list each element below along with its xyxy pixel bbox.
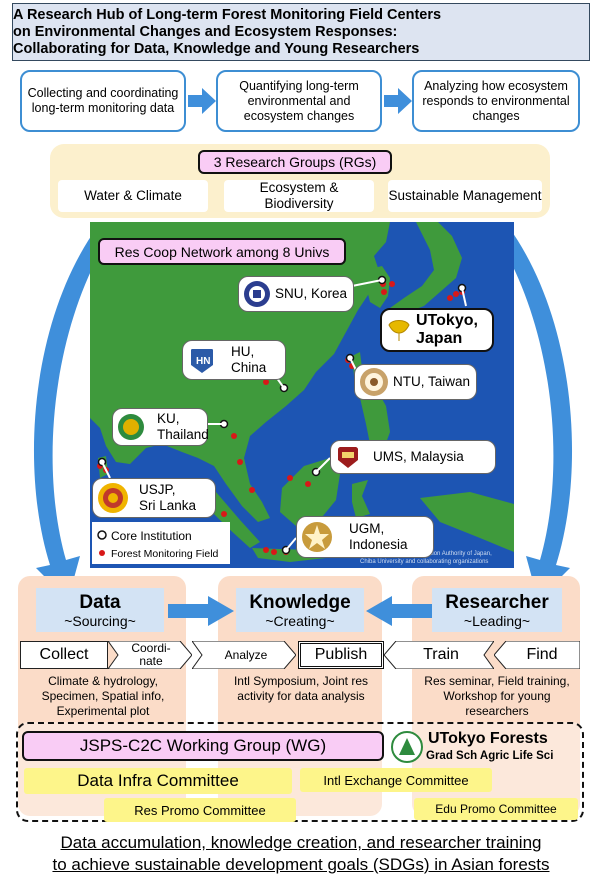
- map-legend: [92, 522, 230, 564]
- usjp-seal-icon: [98, 483, 128, 513]
- step-analyzing: Analyzing how ecosystem responds to envi…: [412, 70, 580, 132]
- title-line-3: Collaborating for Data, Knowledge and Yo…: [13, 41, 420, 57]
- title-line-1: A Research Hub of Long-term Forest Monit…: [13, 7, 442, 23]
- edu-promo-committee: Edu Promo Committee: [414, 798, 578, 820]
- right-curved-arrow-icon: [494, 226, 573, 600]
- ugm-seal-icon: [302, 522, 332, 552]
- activity-analyze: Analyze: [224, 648, 268, 662]
- working-group-header: JSPS-C2C Working Group (WG): [22, 731, 384, 761]
- map-land-sulawesi: [352, 480, 370, 518]
- knowledge-description: Intl Symposium, Joint res activity for d…: [233, 674, 369, 703]
- org-sub: Grad Sch Agric Life Sci: [426, 750, 554, 762]
- step-arrow-2: [384, 88, 412, 114]
- data-infra-committee: Data Infra Committee: [24, 768, 292, 794]
- researcher-header: Researcher ~Leading~: [432, 588, 562, 632]
- rg-ecosystem-biodiversity: Ecosystem & Biodiversity: [224, 180, 374, 212]
- map-credit-1: Geospatial Information Authority of Japa…: [380, 551, 492, 557]
- ntu-seal-icon: [360, 368, 388, 396]
- intl-exchange-committee: Intl Exchange Committee: [300, 768, 492, 792]
- activity-analyze-chevron: [192, 641, 296, 669]
- activity-coordinate-chevron: [108, 641, 192, 669]
- rg-sustainable-management: Sustainable Management: [388, 180, 542, 212]
- rg-water-climate: Water & Climate: [58, 180, 208, 212]
- legend-core: Core Institution: [111, 529, 192, 543]
- activity-publish: Publish: [298, 641, 384, 669]
- main-title: A Research Hub of Long-term Forest Monit…: [12, 3, 590, 61]
- research-groups-header: 3 Research Groups (RGs): [198, 150, 392, 174]
- map-land-japan: [390, 222, 462, 316]
- legend-field: Forest Monitoring Field: [111, 548, 219, 560]
- left-curved-arrow-icon: [33, 226, 112, 600]
- hu-seal-icon: HN: [191, 349, 213, 373]
- org-name: UTokyo Forests: [428, 730, 548, 747]
- activity-collect: Collect: [20, 641, 108, 669]
- map-credit-2: Chiba University and collaborating organ…: [360, 559, 488, 565]
- ku-seal-icon: [118, 414, 144, 440]
- map-land-newguinea: [420, 492, 514, 552]
- utokyo-forests-logo-icon: [391, 731, 423, 763]
- res-promo-committee: Res Promo Committee: [104, 798, 296, 822]
- inst-hu: HN HU,China: [182, 340, 286, 380]
- research-network-label: Res Coop Network among 8 Univs: [98, 238, 346, 265]
- inst-usjp: USJP,Sri Lanka: [92, 478, 216, 518]
- closing-statement: Data accumulation, knowledge creation, a…: [52, 833, 550, 874]
- svg-text:HN: HN: [196, 356, 210, 367]
- activity-find: Find: [526, 646, 558, 663]
- data-header: Data ~Sourcing~: [36, 588, 164, 632]
- activity-find-chevron: [494, 641, 580, 669]
- callout-lines: [101, 279, 467, 551]
- map-land-philippines: [360, 388, 390, 454]
- step-arrow-1: [188, 88, 216, 114]
- inst-snu: SNU, Korea: [238, 276, 355, 312]
- activity-train-chevron: [384, 641, 494, 669]
- researcher-description: Res seminar, Field training, Workshop fo…: [424, 674, 570, 718]
- snu-seal-icon: [244, 281, 270, 307]
- activity-train: Train: [423, 646, 459, 663]
- inst-ums: UMS, Malaysia: [330, 440, 496, 474]
- arrow-data-to-knowledge-icon: [168, 596, 234, 626]
- inst-utokyo: UTokyo,Japan: [380, 308, 494, 352]
- arrow-researcher-to-knowledge-icon: [366, 596, 432, 626]
- activity-coordinate: Coordi-nate: [131, 641, 171, 668]
- inst-ku: KU,Thailand: [112, 408, 209, 446]
- ums-seal-icon: [338, 447, 358, 468]
- step-collecting: Collecting and coordinating long-term mo…: [20, 70, 186, 132]
- step-quantifying: Quantifying long-term environmental and …: [216, 70, 382, 132]
- title-line-2: on Environmental Changes and Ecosystem R…: [13, 24, 398, 40]
- knowledge-header: Knowledge ~Creating~: [236, 588, 364, 632]
- map-land-borneo: [280, 458, 340, 526]
- data-description: Climate & hydrology, Specimen, Spatial i…: [41, 674, 165, 718]
- ginkgo-leaf-icon: [388, 320, 410, 341]
- inst-ugm: UGM,Indonesia: [296, 516, 434, 558]
- inst-ntu: NTU, Taiwan: [354, 364, 478, 400]
